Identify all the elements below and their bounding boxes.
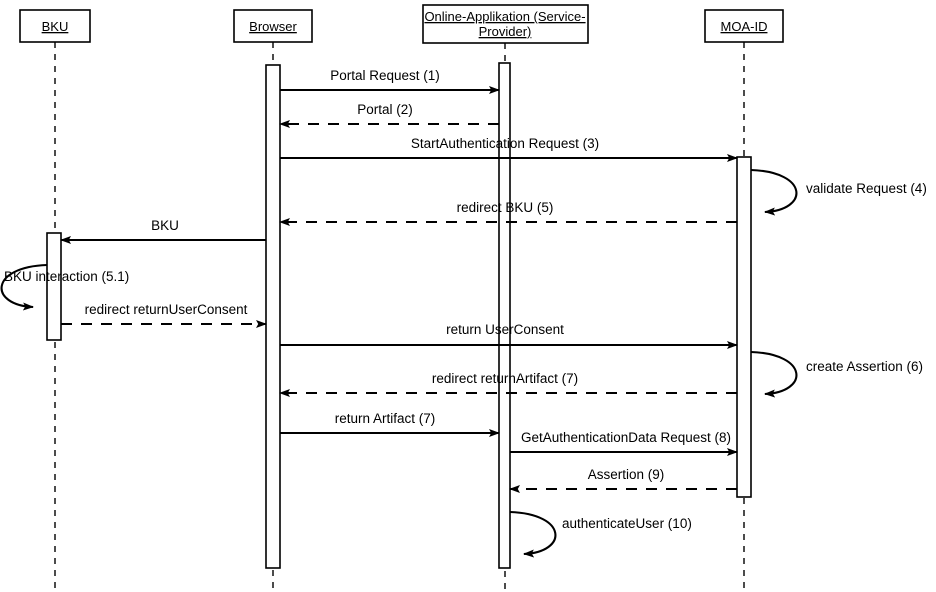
lifeline-head-oa: Online-Applikation (Service-Provider) [422,4,589,44]
activation-bar-browser [265,64,281,569]
self-message-4 [750,168,798,216]
lifeline-label-bku: BKU [42,19,69,34]
lifeline-label-oa: Online-Applikation (Service-Provider) [424,9,585,39]
message-label-1: Portal Request (1) [330,68,440,83]
self-message-7 [0,263,48,311]
message-label-11: redirect returnArtifact (7) [432,371,578,386]
message-label-9: return UserConsent [446,322,564,337]
message-label-13: GetAuthenticationData Request (8) [521,430,731,445]
message-label-10: create Assertion (6) [806,359,923,374]
message-label-15: authenticateUser (10) [562,516,692,531]
lifeline-label-moaid: MOA-ID [721,19,768,34]
message-label-2: Portal (2) [357,102,413,117]
lifeline-head-box-browser [233,9,313,43]
message-label-3: StartAuthentication Request (3) [411,136,599,151]
lifeline-head-moaid: MOA-ID [704,9,784,43]
activation-bar-bku [46,232,62,341]
message-label-8: redirect returnUserConsent [85,302,248,317]
activation-bar-moaid [736,156,752,498]
message-label-4: validate Request (4) [806,181,927,196]
messages-layer [0,86,798,558]
self-message-15 [509,510,557,558]
message-label-6: BKU [151,218,179,233]
lifeline-head-browser: Browser [233,9,313,43]
activation-bar-oa [498,62,511,569]
lifeline-head-bku: BKU [19,9,91,43]
lifeline-head-box-oa [422,4,589,44]
message-label-7: BKU interaction (5.1) [4,269,129,284]
activations-layer [46,62,752,569]
message-label-12: return Artifact (7) [335,411,436,426]
self-message-10 [750,350,798,398]
lifeline-head-box-moaid [704,9,784,43]
message-label-14: Assertion (9) [588,467,665,482]
message-label-5: redirect BKU (5) [457,200,554,215]
lifeline-head-box-bku [19,9,91,43]
message-labels-layer: Portal Request (1) Portal (2) StartAuthent… [4,68,927,531]
lifeline-label-browser: Browser [249,19,297,34]
lifeline-heads-layer: BKU Browser Online-Applikation (Service-Pr… [19,4,784,44]
